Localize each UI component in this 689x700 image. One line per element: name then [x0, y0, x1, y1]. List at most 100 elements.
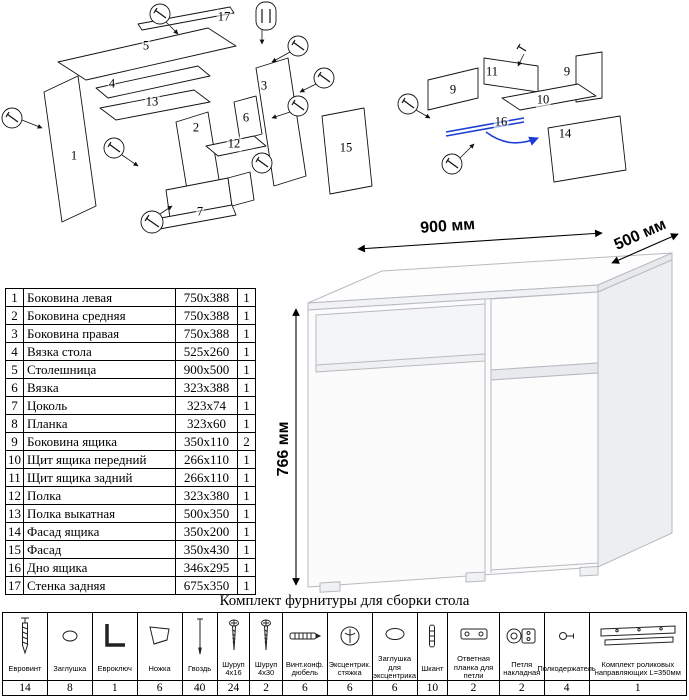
part-size: 750x388: [175, 306, 238, 325]
part-shelf: [205, 135, 267, 157]
kit-item-qty: 2: [499, 680, 544, 695]
kit-item-label: Эксцентрик. стяжка: [328, 659, 371, 677]
part-tie-strip: [95, 65, 211, 99]
cam-lock-icon: [328, 613, 372, 658]
foot-icon: [138, 613, 182, 658]
kit-item-qty: 10: [417, 680, 448, 695]
hinge-icon: [500, 613, 544, 658]
part-name: Дно ящика: [23, 558, 176, 577]
kit-item-qty: 1: [589, 680, 687, 695]
part-qty: 1: [237, 342, 256, 361]
part-name: Щит ящика передний: [23, 450, 176, 469]
cap-icon: [48, 613, 92, 658]
kit-item: Полкодержатель 4: [537, 613, 596, 695]
part-size: 350x430: [175, 540, 238, 559]
part-name: Вязка стола: [23, 342, 176, 361]
part-num: 9: [5, 432, 24, 451]
roller-rail-highlight: [445, 117, 539, 146]
callout-leaders: [415, 53, 525, 159]
drawer-front: [490, 291, 599, 371]
part-qty: 1: [237, 324, 256, 343]
dimension-depth-label: 500 мм: [612, 216, 669, 254]
part-size: 346x295: [175, 558, 238, 577]
desk-render: 900 мм 500 мм 766 мм: [275, 216, 679, 593]
kit-item-qty: 24: [217, 680, 250, 695]
dowel-callout: [255, 1, 277, 31]
kit-item-label: Евровинт: [8, 663, 42, 673]
part-num: 12: [5, 486, 24, 505]
part-name: Полка: [23, 486, 176, 505]
part-qty: 1: [237, 450, 256, 469]
part-drawer-back: [483, 57, 539, 93]
callout-leaders: [21, 21, 317, 215]
part-qty: 1: [237, 468, 256, 487]
dowel-screw-icon: [283, 613, 327, 658]
nail-icon: [183, 613, 217, 658]
part-qty: 1: [237, 522, 256, 541]
kit-item-label: Ответная планка для петли: [453, 654, 494, 680]
part-num: 14: [5, 522, 24, 541]
kit-item-label: Гвоздь: [188, 663, 212, 673]
part-num: 3: [5, 324, 24, 343]
desk-foot: [465, 571, 486, 583]
part-qty: 1: [237, 414, 256, 433]
part-name: Вязка: [23, 378, 176, 397]
part-qty: 1: [237, 576, 256, 595]
part-size: 525x260: [175, 342, 238, 361]
hinge-plate-icon: [448, 613, 498, 655]
part-name: Боковина средняя: [23, 306, 176, 325]
kit-item-label: Полкодержатель: [537, 663, 596, 673]
part-qty: 1: [237, 396, 256, 415]
screw-glyphs: [401, 43, 527, 169]
desk-foot: [579, 566, 599, 577]
kit-item-label: Комплект роликовых направляющих L=350мм: [594, 659, 681, 677]
kit-item: Комплект роликовых направляющих L=350мм 1: [589, 613, 687, 695]
part-size: 750x388: [175, 324, 238, 343]
part-num: 6: [5, 378, 24, 397]
part-size: 675x350: [175, 576, 238, 595]
part-qty: 1: [237, 486, 256, 505]
part-qty: 1: [237, 288, 256, 307]
kit-item-label: Шуруп 4x16: [222, 659, 245, 677]
kit-item-qty: 40: [182, 680, 217, 695]
desk-foot: [319, 581, 341, 593]
part-name: Фасад ящика: [23, 522, 176, 541]
kit-item-qty: 2: [250, 680, 282, 695]
kit-item-qty: 4: [544, 680, 589, 695]
kit-item-qty: 8: [47, 680, 92, 695]
cabinet-door: [490, 372, 599, 571]
part-num: 2: [5, 306, 24, 325]
part-size: 323x388: [175, 378, 238, 397]
part-num: 5: [5, 360, 24, 379]
kit-item-label: Винт.конф. дюбель: [285, 659, 324, 677]
screw-icon: [218, 613, 250, 658]
part-size: 323x380: [175, 486, 238, 505]
kit-item-qty: 2: [448, 680, 499, 695]
kit-item-qty: 6: [282, 680, 327, 695]
part-qty: 1: [237, 378, 256, 397]
screw-icon: [250, 613, 282, 658]
kit-item-qty: 1: [92, 680, 137, 695]
part-size: 900x500: [175, 360, 238, 379]
part-name: Полка выкатная: [23, 504, 176, 523]
part-size: 350x110: [175, 432, 238, 451]
cam-cap-icon: [373, 613, 417, 655]
part-name: Фасад: [23, 540, 176, 559]
